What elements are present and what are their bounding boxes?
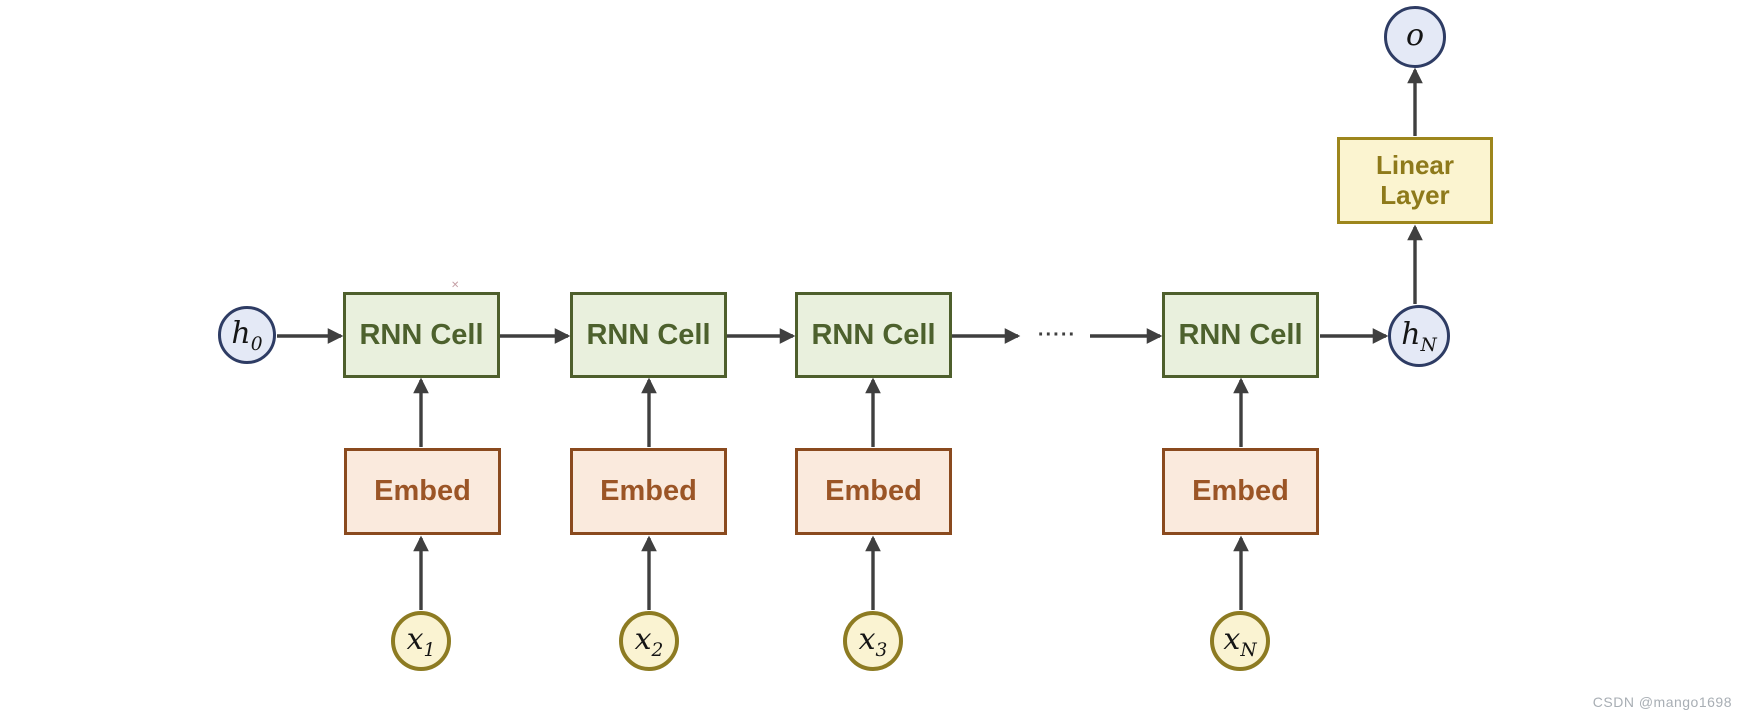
rnn-cell-2: RNN Cell (570, 292, 727, 378)
rnn-cell-4-label: RNN Cell (1178, 318, 1303, 351)
rnn-cell-3: RNN Cell (795, 292, 952, 378)
input-x1-label: x1 (406, 621, 436, 661)
input-x2: x2 (619, 611, 679, 671)
h0-node: h0 (218, 306, 276, 364)
embed-2: Embed (570, 448, 727, 535)
input-x1: x1 (391, 611, 451, 671)
input-x2-label: x2 (634, 621, 664, 661)
embed-2-label: Embed (600, 475, 697, 507)
embed-3-label: Embed (825, 475, 922, 507)
embed-3: Embed (795, 448, 952, 535)
embed-4: Embed (1162, 448, 1319, 535)
output-label: o (1405, 17, 1425, 53)
rnn-cell-2-label: RNN Cell (586, 318, 711, 351)
rnn-cell-3-label: RNN Cell (811, 318, 936, 351)
embed-4-label: Embed (1192, 475, 1289, 507)
ellipsis-dots: ····· (1037, 324, 1077, 346)
hn-node: hN (1388, 305, 1450, 367)
linear-layer: Linear Layer (1337, 137, 1493, 224)
linear-layer-label: Linear Layer (1375, 149, 1455, 210)
embed-1: Embed (344, 448, 501, 535)
hn-label: hN (1401, 316, 1437, 356)
rnn-cell-4: RNN Cell (1162, 292, 1319, 378)
rnn-cell-1-label: RNN Cell (359, 318, 484, 351)
rnn-cell-1: RNN Cell (343, 292, 500, 378)
input-x3-label: x3 (858, 621, 888, 661)
embed-1-label: Embed (374, 475, 471, 507)
h0-label: h0 (231, 315, 263, 355)
watermark: CSDN @mango1698 (1592, 694, 1732, 710)
input-x3: x3 (843, 611, 903, 671)
output-node: o (1384, 6, 1446, 68)
input-xn-label: xN (1223, 621, 1257, 661)
input-xn: xN (1210, 611, 1270, 671)
cursor-artifact-icon: ✕ (451, 280, 460, 291)
